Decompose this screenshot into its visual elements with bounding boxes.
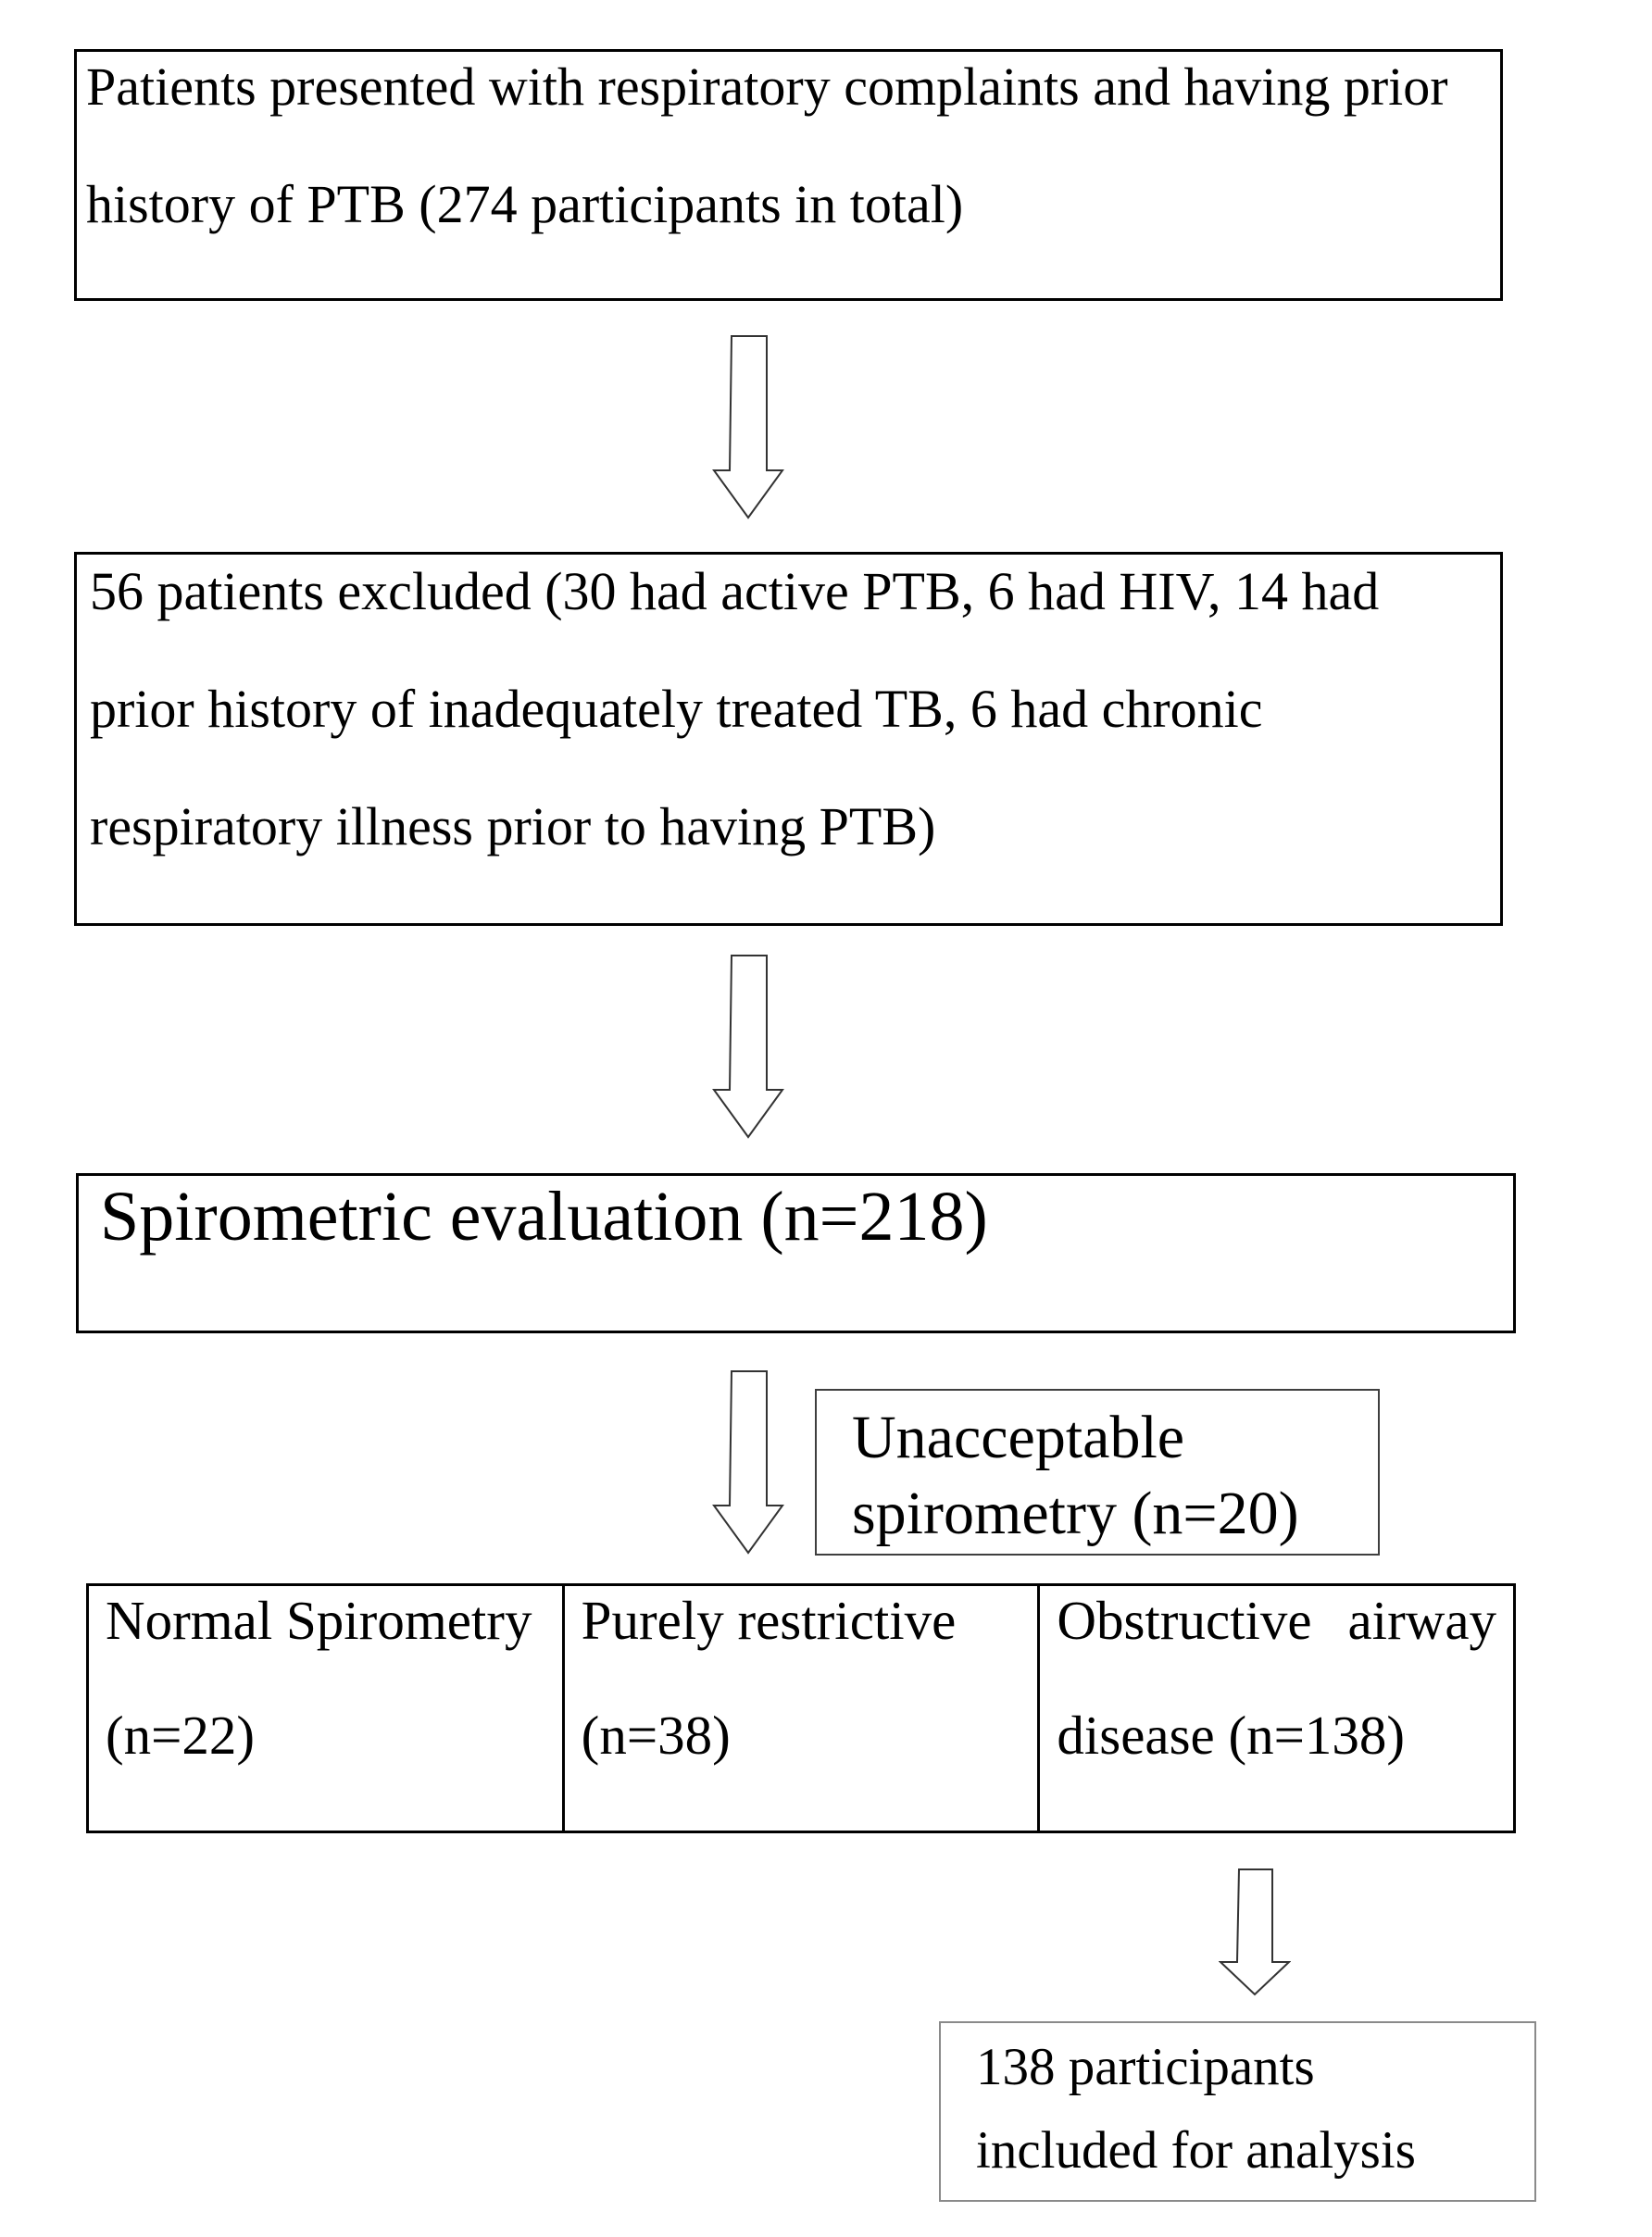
flow-box-unacceptable-line: spirometry (n=20) — [852, 1479, 1299, 1547]
outcome-cell-title: Normal Spirometry — [106, 1590, 532, 1651]
flow-box-included-line: 138 participants — [976, 2038, 1315, 2096]
flow-box-excluded-line: respiratory illness prior to having PTB) — [90, 795, 936, 856]
flow-box-patients-line: history of PTB (274 participants in tota… — [86, 173, 964, 234]
flow-box-unacceptable-spirometry: Unacceptable spirometry (n=20) — [815, 1389, 1380, 1556]
flow-box-included-for-analysis: 138 participants included for analysis — [939, 2021, 1536, 2202]
down-arrow-icon — [712, 1370, 784, 1555]
flow-box-patients-line: Patients presented with respiratory comp… — [86, 56, 1448, 117]
outcome-cell-count: (n=38) — [581, 1705, 731, 1767]
outcome-cell-normal-spirometry: Normal Spirometry (n=22) — [89, 1586, 562, 1831]
outcome-cell-title: Purely restrictive — [581, 1590, 957, 1651]
outcome-cell-purely-restrictive: Purely restrictive (n=38) — [561, 1586, 1038, 1831]
flow-box-included-line: included for analysis — [976, 2120, 1416, 2180]
down-arrow-icon — [1219, 1868, 1291, 1996]
down-arrow-icon — [712, 955, 784, 1139]
down-arrow-icon — [712, 335, 784, 519]
outcome-cell-title: Obstructive airway — [1057, 1590, 1497, 1651]
flow-box-unacceptable-line: Unacceptable — [852, 1404, 1185, 1471]
outcome-cell-count: (n=22) — [106, 1705, 256, 1767]
flow-box-spirometric-evaluation: Spirometric evaluation (n=218) — [76, 1173, 1516, 1333]
outcome-table: Normal Spirometry (n=22) Purely restrict… — [86, 1583, 1516, 1833]
outcome-cell-obstructive-airway: Obstructive airway disease (n=138) — [1037, 1586, 1513, 1831]
outcome-cell-count: disease (n=138) — [1057, 1705, 1406, 1767]
flow-box-spirometric-line: Spirometric evaluation (n=218) — [100, 1178, 988, 1256]
flow-box-excluded: 56 patients excluded (30 had active PTB,… — [74, 552, 1503, 926]
flow-box-patients: Patients presented with respiratory comp… — [74, 49, 1503, 301]
flow-box-excluded-line: prior history of inadequately treated TB… — [90, 678, 1263, 739]
flow-box-excluded-line: 56 patients excluded (30 had active PTB,… — [90, 561, 1380, 621]
